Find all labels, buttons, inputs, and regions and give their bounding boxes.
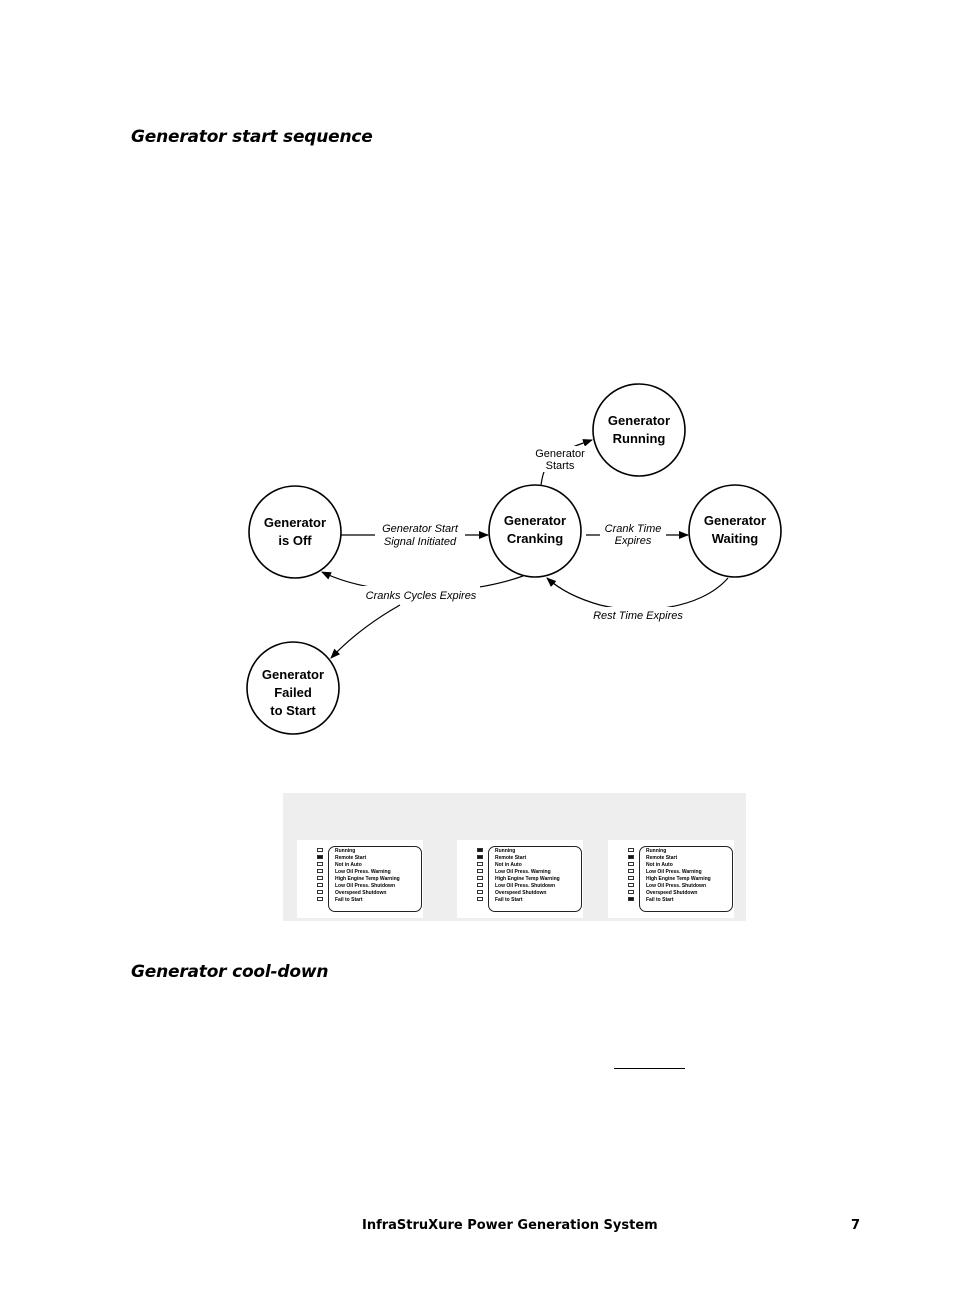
indicator-led: [317, 869, 323, 873]
indicator-label: Remote Start: [495, 855, 527, 861]
indicator-label: Running: [495, 848, 516, 854]
indicator-label: Not in Auto: [646, 862, 673, 868]
indicator-led: [477, 876, 483, 880]
indicator-led: [628, 855, 634, 859]
svg-text:to Start: to Start: [270, 703, 316, 718]
svg-text:Generator Start: Generator Start: [382, 523, 459, 535]
indicator-label: Overspeed Shutdown: [335, 890, 387, 896]
indicator-label: High Engine Temp Warning: [335, 876, 400, 882]
indicator-led: [628, 883, 634, 887]
node-generator-failed: Generator Failed to Start: [246, 641, 340, 735]
indicator-led: [477, 897, 483, 901]
node-generator-off: Generator is Off: [248, 485, 342, 579]
indicator-led: [317, 883, 323, 887]
svg-text:Generator: Generator: [535, 448, 585, 460]
svg-text:Generator: Generator: [704, 513, 766, 528]
indicator-led: [317, 897, 323, 901]
edge-crank-cycles: Cranks Cycles Expires: [321, 571, 524, 659]
state-diagram: Generator is Off Generator Cranking Gene…: [246, 383, 782, 735]
indicator-label: Low Oil Press. Warning: [335, 869, 391, 875]
footer-title: InfraStruXure Power Generation System: [362, 1218, 658, 1233]
indicator-led: [628, 897, 634, 901]
svg-text:Failed: Failed: [274, 685, 312, 700]
indicator-led: [317, 890, 323, 894]
svg-text:Rest Time Expires: Rest Time Expires: [593, 610, 683, 622]
indicator-label: Fail to Start: [335, 897, 363, 903]
indicator-label: Running: [335, 848, 356, 854]
indicator-label: Remote Start: [335, 855, 367, 861]
edge-generator-starts: Generator Starts: [530, 439, 593, 486]
section-heading-cool-down: Generator cool-down: [131, 962, 329, 982]
indicator-led: [477, 862, 483, 866]
indicator-label: Low Oil Press. Warning: [646, 869, 702, 875]
indicator-led: [317, 862, 323, 866]
svg-text:Generator: Generator: [608, 413, 670, 428]
indicator-label: Low Oil Press. Shutdown: [646, 883, 707, 889]
node-generator-waiting: Generator Waiting: [688, 484, 782, 578]
svg-text:Starts: Starts: [546, 460, 575, 472]
indicator-led: [477, 890, 483, 894]
indicator-led: [628, 848, 634, 852]
svg-text:Generator: Generator: [264, 515, 326, 530]
svg-text:Signal Initiated: Signal Initiated: [384, 536, 457, 548]
indicator-label: Not in Auto: [495, 862, 522, 868]
svg-text:Expires: Expires: [615, 535, 652, 547]
svg-text:Generator: Generator: [262, 667, 324, 682]
indicator-led: [477, 848, 483, 852]
indicator-label: Not in Auto: [335, 862, 362, 868]
indicator-led: [628, 862, 634, 866]
indicator-label: High Engine Temp Warning: [495, 876, 560, 882]
svg-text:Running: Running: [613, 431, 666, 446]
svg-text:Cranks Cycles Expires: Cranks Cycles Expires: [366, 590, 477, 602]
indicator-led: [628, 890, 634, 894]
underline-mark: [614, 1068, 685, 1069]
indicator-label: Overspeed Shutdown: [646, 890, 698, 896]
indicator-led: [317, 876, 323, 880]
indicator-led: [477, 869, 483, 873]
indicator-led: [317, 848, 323, 852]
indicator-label: Remote Start: [646, 855, 678, 861]
indicator-led: [317, 855, 323, 859]
indicator-label: Low Oil Press. Warning: [495, 869, 551, 875]
svg-text:Crank Time: Crank Time: [605, 523, 662, 535]
svg-text:is Off: is Off: [278, 533, 312, 548]
page-number: 7: [851, 1218, 861, 1233]
indicator-label: Fail to Start: [646, 897, 674, 903]
node-generator-running: Generator Running: [592, 383, 686, 477]
edge-crank-time: Crank Time Expires: [586, 520, 689, 550]
indicator-label: Low Oil Press. Shutdown: [495, 883, 556, 889]
edge-start-signal: Generator Start Signal Initiated: [341, 520, 489, 550]
indicator-led: [477, 855, 483, 859]
indicator-label: Running: [646, 848, 667, 854]
indicator-label: Fail to Start: [495, 897, 523, 903]
indicator-led: [477, 883, 483, 887]
indicator-led: [628, 876, 634, 880]
svg-text:Waiting: Waiting: [712, 531, 759, 546]
indicator-label: High Engine Temp Warning: [646, 876, 711, 882]
node-generator-cranking: Generator Cranking: [488, 484, 582, 578]
indicator-label: Low Oil Press. Shutdown: [335, 883, 396, 889]
svg-text:Cranking: Cranking: [507, 531, 563, 546]
indicator-label: Overspeed Shutdown: [495, 890, 547, 896]
edge-rest-time: Rest Time Expires: [546, 577, 729, 623]
section-heading-start-sequence: Generator start sequence: [131, 127, 373, 147]
indicator-led: [628, 869, 634, 873]
svg-text:Generator: Generator: [504, 513, 566, 528]
